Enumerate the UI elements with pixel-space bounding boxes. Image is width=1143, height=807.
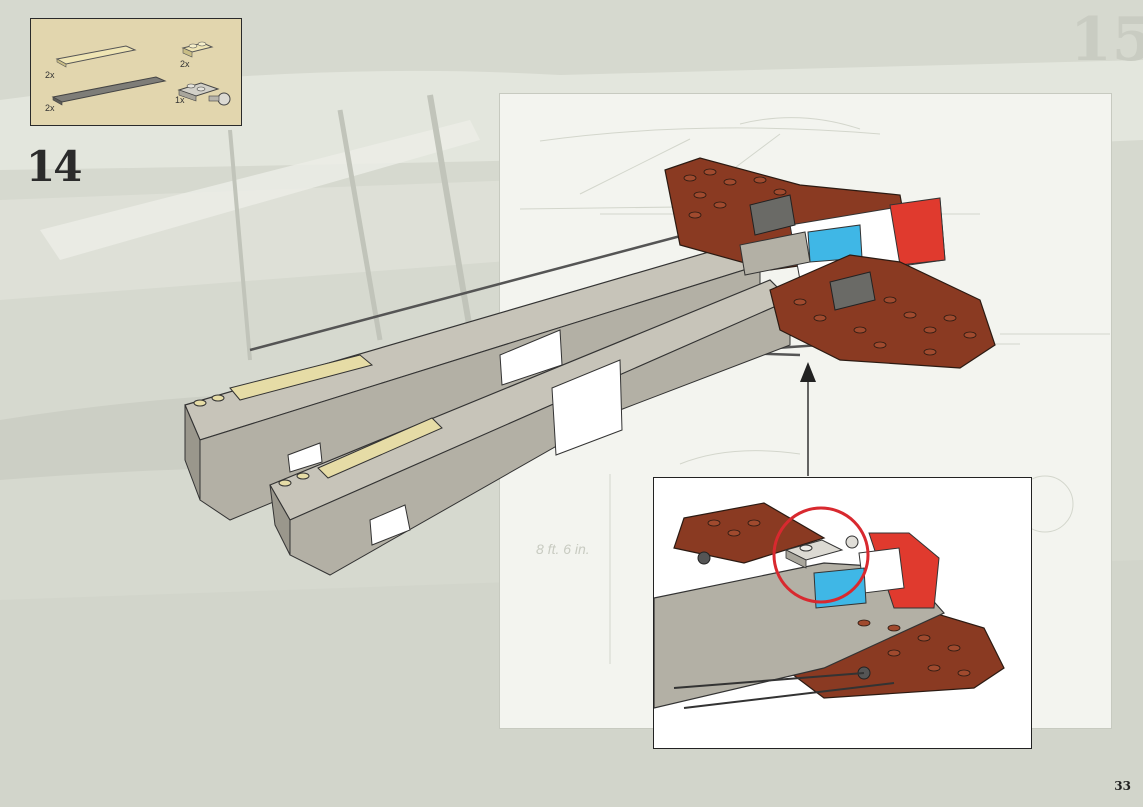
step-number: 14 [26, 142, 82, 191]
blueprint-measurement: 8 ft. 6 in. [536, 541, 590, 557]
page-number: 33 [1114, 779, 1131, 793]
detail-inset [653, 477, 1032, 749]
parts-callout: 2x 2x 2x 1x [30, 18, 242, 126]
part-qty: 2x [180, 59, 190, 69]
parts-illustration [51, 41, 231, 106]
part-qty: 2x [45, 70, 55, 80]
detail-illustration [654, 502, 1005, 709]
svg-text:15: 15 [1070, 5, 1143, 75]
part-qty: 2x [45, 103, 55, 113]
part-qty: 1x [175, 95, 185, 105]
